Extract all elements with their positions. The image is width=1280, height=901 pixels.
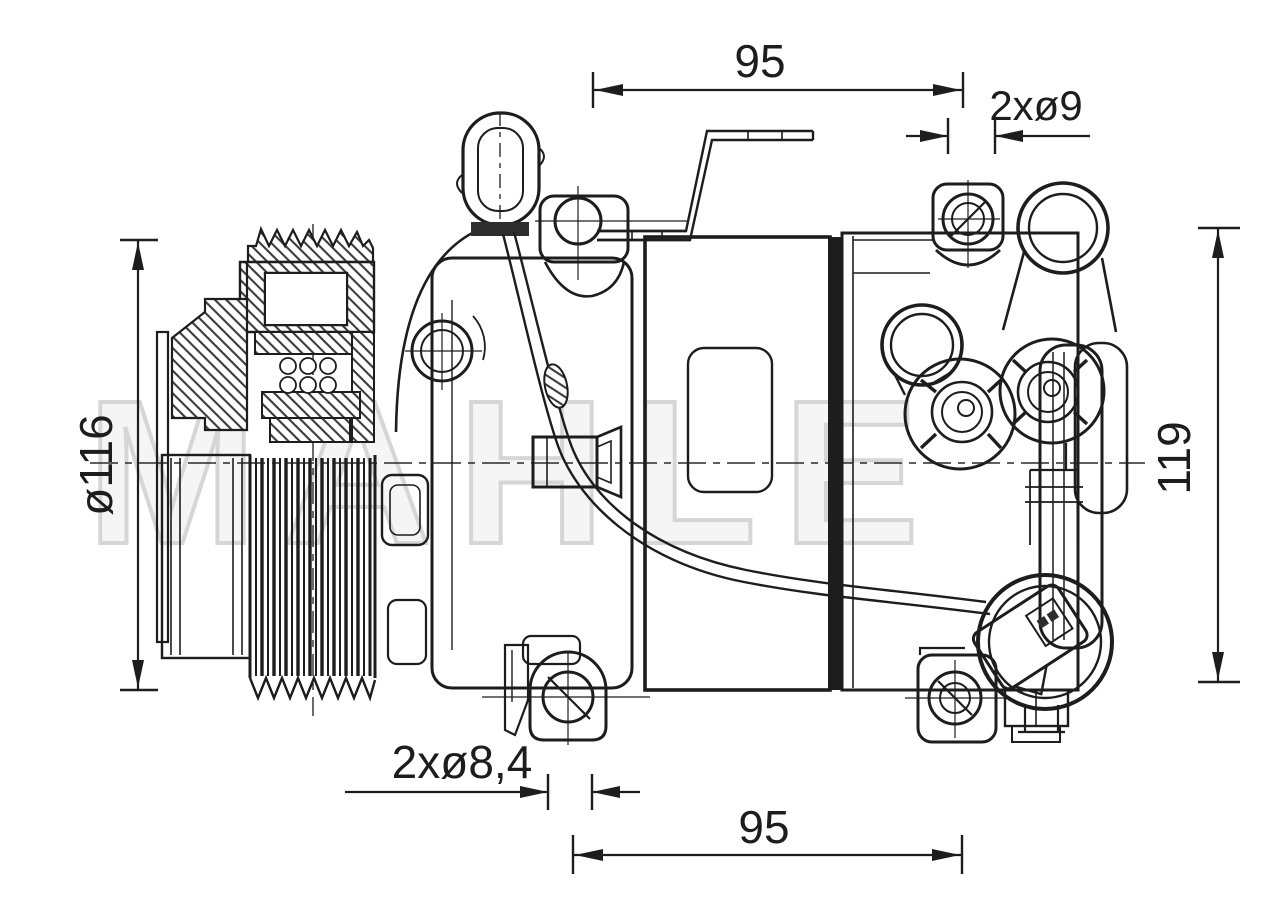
suction-port <box>880 303 1017 471</box>
centerlines <box>90 112 1145 716</box>
rear-ear <box>380 473 430 547</box>
connector-stem <box>1018 705 1065 734</box>
suction-bolt-hole <box>957 399 975 417</box>
harness-clip <box>543 363 569 409</box>
pulley-ribs <box>248 455 377 702</box>
mounting-lugs <box>482 180 1008 745</box>
dimension-annotations: 95 2xø9 ø116 119 <box>70 35 1240 874</box>
suction-port-ring <box>880 303 964 387</box>
body-boss <box>686 346 774 494</box>
discharge-flange <box>998 337 1106 445</box>
discharge-port <box>998 181 1118 545</box>
wiring-harness <box>501 231 991 616</box>
rear-connector-ring <box>976 573 1114 711</box>
dim-top-width-label: 95 <box>734 35 785 87</box>
top-center-lug <box>535 186 688 298</box>
dim-pulley-diameter-label: ø116 <box>70 414 122 515</box>
dim-top-width: 95 <box>591 35 965 108</box>
front-housing <box>380 111 991 690</box>
dim-pulley-diameter: ø116 <box>70 238 158 692</box>
rear-cover <box>1038 343 1104 650</box>
front-housing-body <box>430 256 634 690</box>
bottom-lug-bracket <box>503 643 530 737</box>
discharge-bolt-hole <box>1043 379 1061 397</box>
clutch-plate-section <box>170 262 249 432</box>
shaft-fitting <box>531 425 623 499</box>
top-lug-outline <box>538 194 630 264</box>
dim-height: 119 <box>1148 226 1240 684</box>
dim-bottom-holes: 2xø8,4 <box>345 736 640 810</box>
connector-collar <box>471 222 529 236</box>
dim-top-holes-label: 2xø9 <box>989 82 1082 129</box>
hub-lower-block <box>269 417 351 443</box>
bearing-housing <box>261 391 361 419</box>
rim-column <box>351 331 375 443</box>
top-connector-inner <box>477 127 524 212</box>
discharge-port-ring <box>1016 181 1110 275</box>
pulley-clutch-assembly <box>155 225 377 702</box>
top-right-lug <box>931 180 1005 268</box>
bottom-center-lug <box>482 634 650 745</box>
coil-window <box>264 272 348 326</box>
bottom-lug-tab <box>521 634 582 666</box>
suction-flange <box>903 357 1017 471</box>
front-bolt <box>405 313 486 390</box>
rear-connector <box>971 573 1114 734</box>
refrigerant-ports <box>880 181 1118 545</box>
rear-cover-upper <box>1073 341 1129 515</box>
dim-bottom-holes-label: 2xø8,4 <box>392 736 533 788</box>
dim-bottom-width: 95 <box>571 801 964 874</box>
groove-bottom-edge <box>248 674 377 702</box>
bottom-right-lug <box>905 646 1008 744</box>
body-divider <box>828 237 842 690</box>
top-bracket <box>597 129 815 242</box>
rear-ear-lower <box>386 598 428 666</box>
dim-bottom-width-label: 95 <box>738 801 789 853</box>
bearing-balls <box>279 357 337 394</box>
discharge-pedestal <box>1025 470 1083 545</box>
housing-shoulder-arc <box>394 228 479 433</box>
rear-connector-plug <box>971 583 1089 696</box>
dim-height-label: 119 <box>1148 421 1200 494</box>
dim-top-holes: 2xø9 <box>906 82 1090 154</box>
pulley-groove-section <box>246 225 375 264</box>
top-connector-outline <box>461 111 541 227</box>
